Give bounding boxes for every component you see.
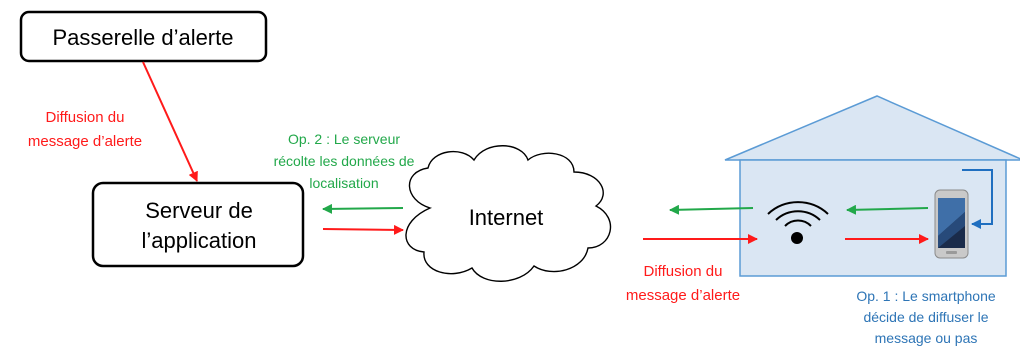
server-label-line2: l’application — [142, 228, 257, 253]
op2-line1: Op. 2 : Le serveur — [288, 131, 400, 147]
broadcast-bottom-line1: Diffusion du — [644, 263, 723, 280]
location-arrow-internet-to-server — [322, 203, 404, 214]
location-arrow-phone-to-wifi — [846, 204, 929, 215]
op2-line3: localisation — [309, 175, 378, 191]
gateway-label: Passerelle d’alerte — [53, 25, 234, 50]
broadcast-top-line1: Diffusion du — [46, 109, 125, 126]
location-arrow-wifi-to-internet — [669, 204, 754, 215]
internet-label: Internet — [469, 205, 544, 230]
op1-line2: décide de diffuser le — [863, 309, 988, 325]
server-box — [91, 181, 305, 268]
decision-loop-arrow — [962, 169, 993, 229]
gateway-box — [19, 10, 268, 63]
smartphone-icon — [934, 189, 969, 259]
broadcast-top-line2: message d’alerte — [28, 133, 142, 150]
op2-line2: récolte les données de — [274, 153, 415, 169]
house-icon — [724, 95, 1020, 277]
cloud-icon — [405, 145, 612, 282]
op1-line3: message ou pas — [875, 330, 978, 346]
alert-arrow-server-to-internet — [322, 224, 404, 235]
wifi-icon — [767, 201, 829, 244]
broadcast-bottom-line2: message d’alerte — [626, 287, 740, 304]
server-label-line1: Serveur de — [145, 198, 253, 223]
op1-line1: Op. 1 : Le smartphone — [856, 288, 996, 304]
alert-arrow-gateway-to-server — [142, 61, 198, 182]
